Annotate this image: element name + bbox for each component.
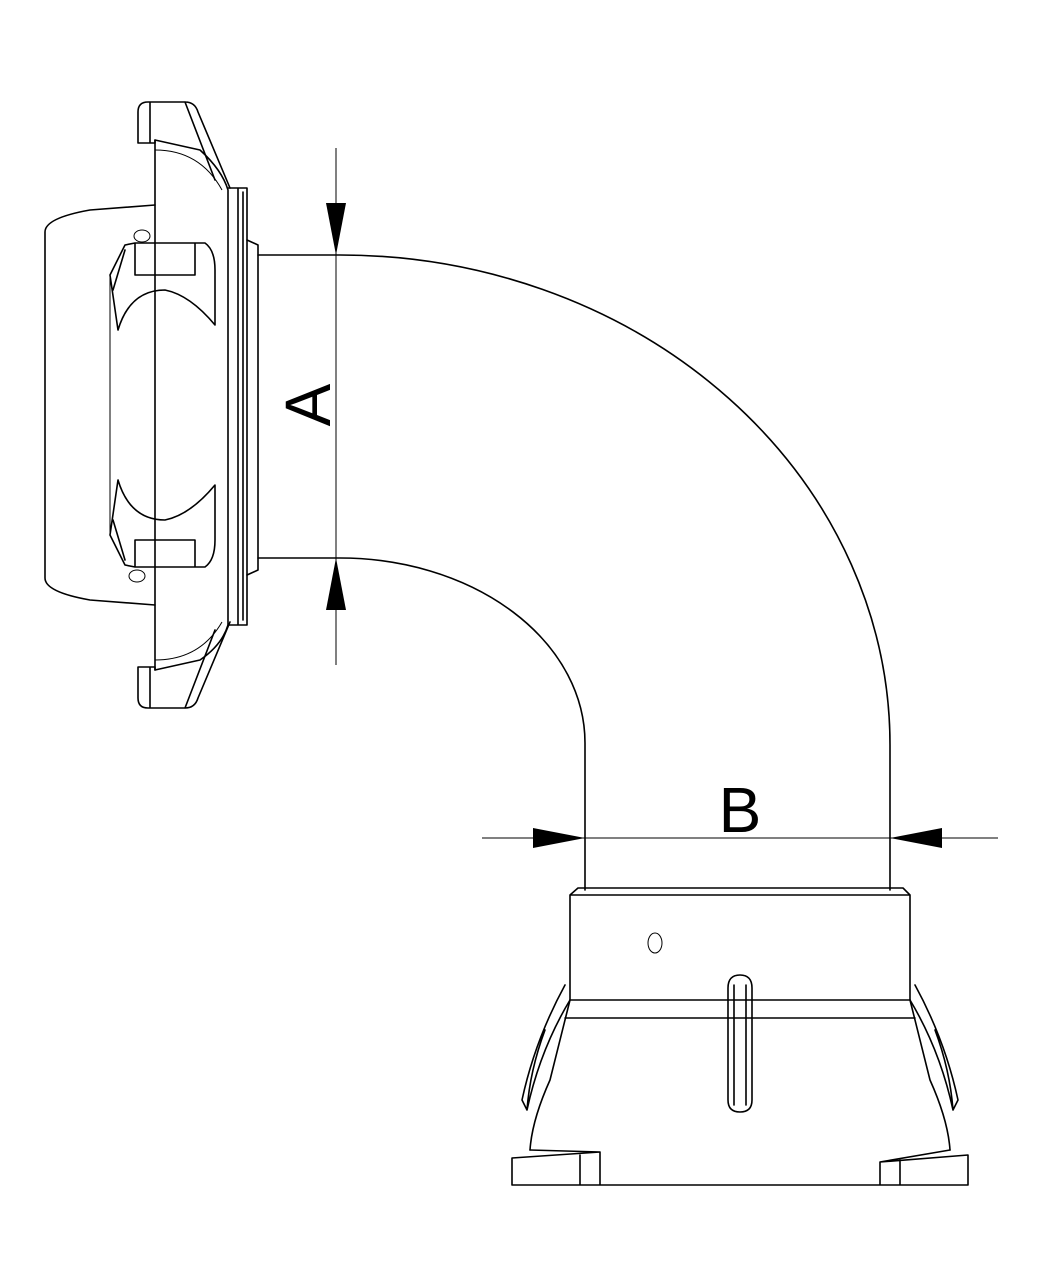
dimension-b: B xyxy=(482,774,998,848)
base-ring xyxy=(511,1149,969,1186)
collar xyxy=(569,887,911,1001)
top-lug xyxy=(137,101,231,189)
dimension-a: A xyxy=(272,148,346,665)
arrow-down-icon xyxy=(326,203,346,255)
flange-arc-top xyxy=(154,149,223,191)
collar-hole xyxy=(647,932,663,954)
jaw-top xyxy=(109,242,216,331)
ring-plate xyxy=(227,187,248,626)
pipe-outer-wall xyxy=(257,254,891,891)
elbow-pipe xyxy=(257,254,891,891)
jaw-bottom xyxy=(109,479,216,568)
arrow-right-icon xyxy=(533,828,585,848)
dimension-a-label: A xyxy=(272,383,344,426)
left-flange-body xyxy=(154,139,229,671)
bottom-coupling xyxy=(511,887,969,1186)
pin-hole-top xyxy=(133,229,151,243)
dimension-b-label: B xyxy=(719,774,762,846)
arrow-up-icon xyxy=(326,558,346,610)
pipe-inner-wall xyxy=(257,557,586,891)
arrow-left-icon xyxy=(890,828,942,848)
neck xyxy=(246,239,259,576)
left-coupling xyxy=(44,101,259,709)
side-lug-right xyxy=(909,984,959,1111)
bottom-lug xyxy=(137,621,231,709)
band xyxy=(564,999,916,1019)
cone-body xyxy=(529,999,951,1151)
pin-hole-bottom xyxy=(128,569,146,583)
side-lug-left xyxy=(521,984,571,1111)
flange-arc-bottom xyxy=(154,621,223,661)
locking-pin xyxy=(727,974,753,1113)
left-dome xyxy=(44,204,156,606)
